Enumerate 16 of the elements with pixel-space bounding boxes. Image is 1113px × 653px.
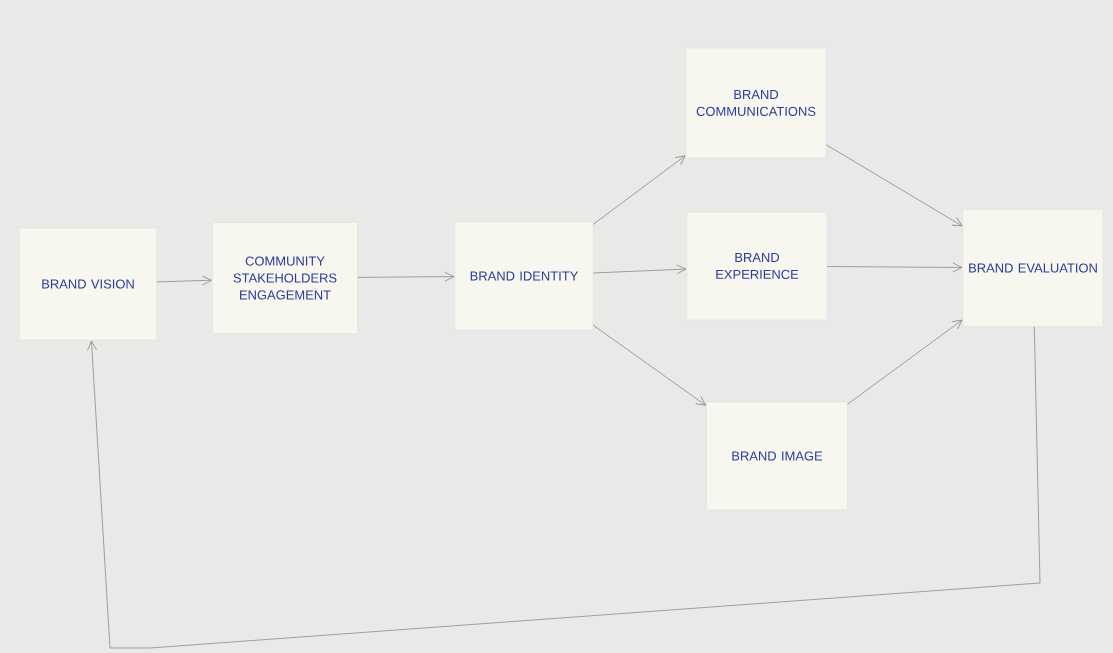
arrow xyxy=(156,275,212,286)
sticky-note: BRAND EVALUATION xyxy=(962,209,1104,327)
sticky-note: BRAND VISION xyxy=(19,227,157,341)
arrow xyxy=(825,144,963,227)
sticky-note: BRAND EXPERIENCE xyxy=(686,211,828,321)
arrow xyxy=(87,326,1041,649)
arrow xyxy=(592,264,687,275)
arrow xyxy=(826,262,963,273)
sticky-note: BRAND IMAGE xyxy=(706,401,848,511)
arrow xyxy=(357,271,455,282)
arrow xyxy=(592,324,706,406)
arrow xyxy=(847,319,963,405)
sticky-note: BRAND IDENTITY xyxy=(454,221,594,331)
sticky-note: COMMUNITY STAKEHOLDERS ENGAGEMENT xyxy=(212,222,358,334)
sticky-note: BRAND COMMUNICATIONS xyxy=(685,47,827,159)
arrow xyxy=(592,155,686,225)
